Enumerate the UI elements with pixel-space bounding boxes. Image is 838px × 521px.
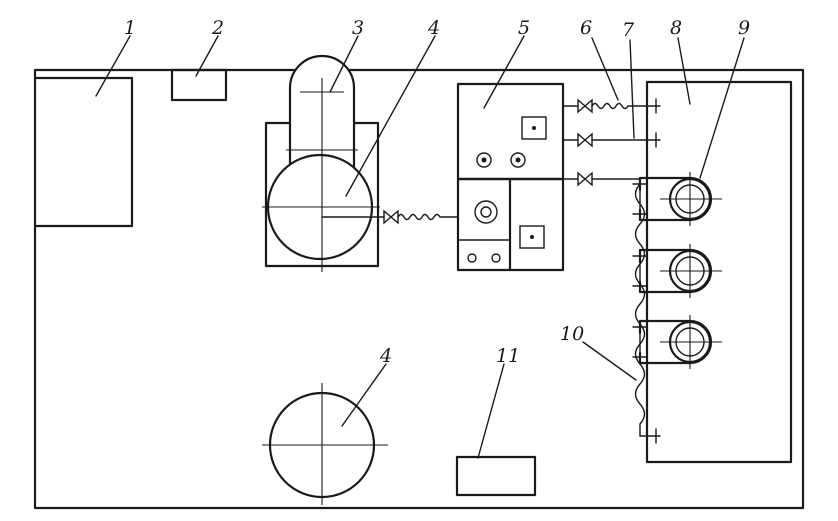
item-6-7-pipes <box>562 98 661 187</box>
label-2: 2 <box>211 17 224 39</box>
item-8-rack <box>645 80 793 464</box>
label-6: 6 <box>580 17 592 39</box>
item-5-control-panel <box>456 82 565 272</box>
coil-top <box>632 172 722 226</box>
label-11: 11 <box>496 345 520 367</box>
label-1: 1 <box>124 17 136 39</box>
label-3: 3 <box>352 17 364 39</box>
item-2-box <box>170 68 228 102</box>
label-4-bottom: 4 <box>379 345 392 367</box>
coil-bottom <box>632 315 722 369</box>
label-8: 8 <box>670 17 682 39</box>
label-7: 7 <box>622 19 635 41</box>
item-4-drum-bottom <box>262 383 388 505</box>
label-4-top: 4 <box>427 17 440 39</box>
item-1-cabinet <box>33 76 134 228</box>
item-3-4-machine <box>262 54 385 272</box>
valve-machine-to-panel <box>383 209 459 225</box>
room-outline <box>33 68 805 510</box>
item-10-flex-hose <box>634 178 661 444</box>
item-11-box <box>455 455 537 497</box>
label-5: 5 <box>518 17 530 39</box>
label-10: 10 <box>560 323 584 345</box>
label-9: 9 <box>738 17 750 39</box>
leader-lines <box>95 35 745 459</box>
item-9-coils <box>632 172 722 369</box>
